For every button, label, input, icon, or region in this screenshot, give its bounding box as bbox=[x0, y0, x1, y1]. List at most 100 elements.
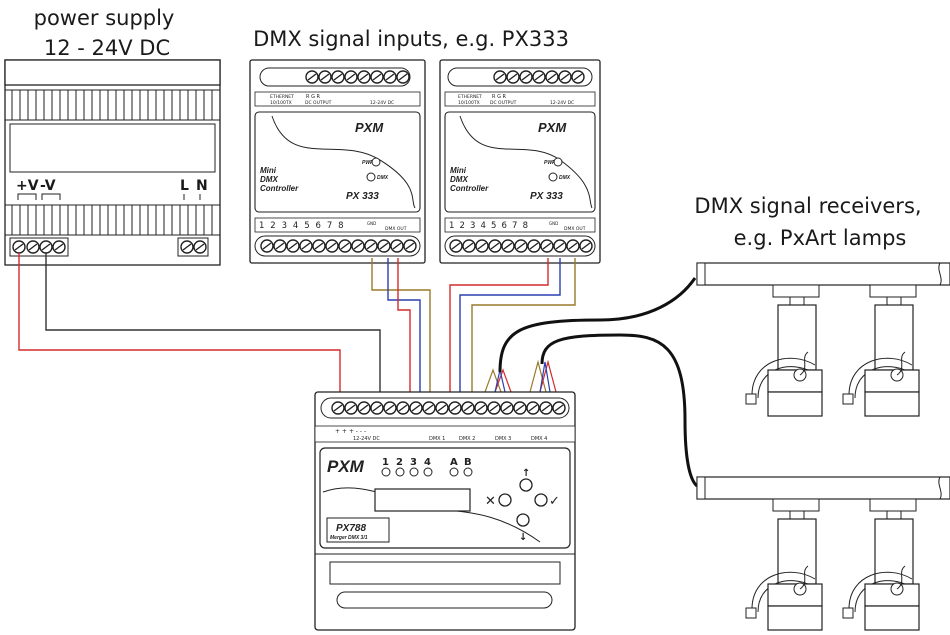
power-supply-unit: +V -V L N bbox=[4, 59, 221, 266]
cancel-icon: ✕ bbox=[485, 494, 496, 509]
svg-text:A: A bbox=[450, 457, 458, 468]
cancel-button[interactable] bbox=[498, 493, 512, 507]
svg-text:ETHERNET: ETHERNET bbox=[458, 94, 482, 100]
svg-text:DC OUTPUT: DC OUTPUT bbox=[490, 100, 517, 106]
px788-merger: + + + - - - 12-24V DC DMX 1 DMX 2 DMX 3 … bbox=[314, 391, 576, 631]
dmx3-cable bbox=[498, 277, 697, 373]
px788-model-label: PX788 bbox=[336, 523, 366, 534]
power-supply-label: power supply bbox=[34, 6, 175, 30]
receivers-label: DMX signal receivers, bbox=[694, 194, 921, 218]
svg-text:12-24V DC: 12-24V DC bbox=[550, 100, 574, 106]
dmx-led-icon bbox=[548, 172, 558, 182]
svg-text:DMX 2: DMX 2 bbox=[459, 436, 475, 442]
dmx1-wire-brown bbox=[371, 258, 431, 392]
svg-text:DC OUTPUT: DC OUTPUT bbox=[305, 100, 332, 106]
svg-text:DMX 3: DMX 3 bbox=[495, 436, 511, 442]
svg-text:2: 2 bbox=[396, 457, 403, 468]
px333-brand-logo: PXM bbox=[355, 120, 384, 135]
px333-brand-logo: PXM bbox=[538, 120, 567, 135]
svg-text:GND: GND bbox=[367, 221, 376, 226]
svg-text:12-24V DC: 12-24V DC bbox=[370, 100, 394, 106]
power-wire-red bbox=[18, 253, 341, 392]
pxart-lamp-icon bbox=[842, 284, 920, 417]
dmx4-wire-blue bbox=[539, 361, 551, 393]
px333-controller-1: ETHERNET 10/100TX R G R DC OUTPUT 12-24V… bbox=[249, 59, 426, 264]
svg-text:DMX 4: DMX 4 bbox=[531, 436, 547, 442]
svg-text:GND: GND bbox=[549, 221, 558, 226]
svg-text:+ + + - - -: + + + - - - bbox=[335, 428, 366, 435]
a-led-icon bbox=[449, 467, 459, 477]
channel-2-led-icon bbox=[395, 467, 405, 477]
svg-text:B: B bbox=[464, 457, 472, 468]
channel-3-led-icon bbox=[409, 467, 419, 477]
pxart-lamp-icon bbox=[842, 498, 920, 631]
dmx3-wire-brown bbox=[484, 368, 502, 393]
pwr-led-icon bbox=[371, 157, 381, 167]
pxart-lamp-icon bbox=[745, 498, 823, 631]
b-led-icon bbox=[463, 467, 473, 477]
svg-text:Controller: Controller bbox=[260, 184, 299, 193]
power-supply-voltage-label: 12 - 24V DC bbox=[44, 36, 170, 60]
svg-text:ETHERNET: ETHERNET bbox=[270, 94, 294, 100]
px333-model-label: PX 333 bbox=[530, 191, 563, 202]
px333-model-label: PX 333 bbox=[346, 191, 379, 202]
svg-text:Mini: Mini bbox=[260, 166, 277, 175]
svg-text:10/100TX: 10/100TX bbox=[458, 100, 480, 106]
lamp-track-2 bbox=[696, 476, 950, 500]
pwr-led-icon bbox=[553, 157, 563, 167]
minus-v-label: -V bbox=[40, 178, 56, 194]
down-arrow-icon: ↓ bbox=[519, 532, 527, 543]
svg-text:10/100TX: 10/100TX bbox=[270, 100, 292, 106]
svg-text:1: 1 bbox=[382, 457, 389, 468]
svg-text:Controller: Controller bbox=[450, 184, 489, 193]
dmx4-cable bbox=[540, 333, 699, 488]
svg-text:R G R: R G R bbox=[492, 94, 507, 100]
ok-button[interactable] bbox=[534, 493, 548, 507]
receivers-example-label: e.g. PxArt lamps bbox=[734, 226, 907, 250]
svg-text:4: 4 bbox=[424, 457, 431, 468]
channel-1-led-icon bbox=[381, 467, 391, 477]
svg-text:DMX: DMX bbox=[377, 175, 389, 181]
svg-text:1 2 3 4 5 6 7 8: 1 2 3 4 5 6 7 8 bbox=[259, 221, 345, 231]
dmx1-wire-blue bbox=[387, 258, 421, 392]
n-label: N bbox=[196, 178, 208, 194]
svg-text:DMX: DMX bbox=[559, 175, 571, 181]
dmx4-wire-red bbox=[539, 359, 557, 393]
l-label: L bbox=[180, 178, 189, 194]
ok-icon: ✓ bbox=[549, 494, 560, 509]
svg-text:DMX OUT: DMX OUT bbox=[564, 226, 586, 232]
svg-text:PWR: PWR bbox=[544, 160, 556, 166]
power-wire-black bbox=[45, 253, 381, 392]
lamp-track-1 bbox=[696, 262, 950, 286]
svg-text:DMX OUT: DMX OUT bbox=[385, 226, 407, 232]
dmx3-wire-red bbox=[494, 368, 512, 393]
svg-text:PWR: PWR bbox=[362, 160, 374, 166]
svg-text:Merger DMX 3/1: Merger DMX 3/1 bbox=[330, 535, 368, 541]
svg-text:1 2 3 4 5 6 7 8: 1 2 3 4 5 6 7 8 bbox=[449, 221, 529, 231]
dmx-led-icon bbox=[366, 172, 376, 182]
svg-text:DMX: DMX bbox=[260, 175, 278, 184]
pxart-lamp-icon bbox=[745, 284, 823, 417]
up-button[interactable] bbox=[519, 478, 533, 492]
dmx2-wire-blue bbox=[459, 258, 561, 392]
svg-text:R G R: R G R bbox=[306, 94, 321, 100]
down-button[interactable] bbox=[516, 513, 530, 527]
channel-4-led-icon bbox=[423, 467, 433, 477]
svg-text:3: 3 bbox=[410, 457, 417, 468]
dmx4-wire-brown bbox=[529, 359, 547, 393]
plus-v-label: +V bbox=[16, 178, 39, 194]
dmx2-wire-red bbox=[449, 258, 549, 392]
svg-text:12-24V DC: 12-24V DC bbox=[353, 436, 380, 442]
svg-text:DMX 1: DMX 1 bbox=[429, 436, 445, 442]
dmx2-wire-brown bbox=[471, 258, 576, 392]
svg-text:DMX: DMX bbox=[450, 175, 468, 184]
lcd-display bbox=[374, 488, 471, 512]
px788-brand-logo: PXM bbox=[327, 457, 365, 476]
px333-controller-2: ETHERNET 10/100TX R G R DC OUTPUT 12-24V… bbox=[439, 59, 601, 264]
up-arrow-icon: ↑ bbox=[522, 468, 530, 479]
wiring bbox=[18, 253, 699, 488]
svg-text:Mini: Mini bbox=[450, 166, 467, 175]
dmx1-wire-red bbox=[397, 258, 411, 392]
dmx-inputs-label: DMX signal inputs, e.g. PX333 bbox=[253, 27, 569, 51]
